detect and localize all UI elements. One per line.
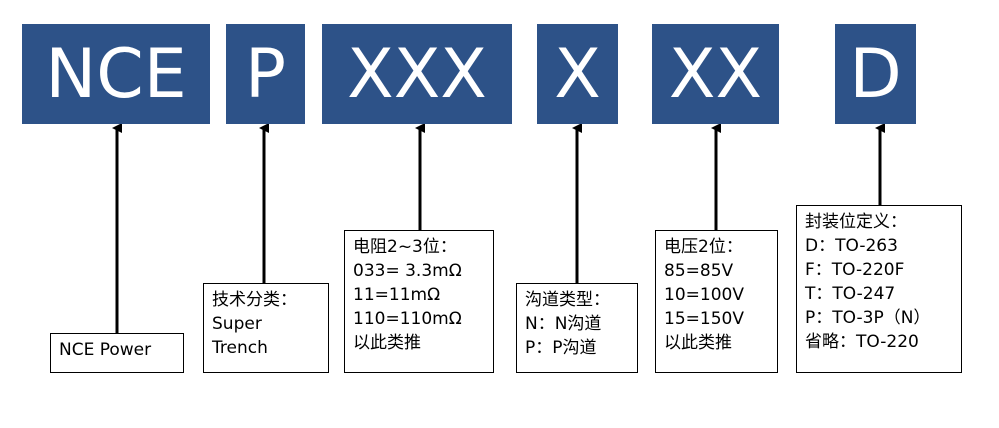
desc-line: 沟道类型： [525,290,610,310]
desc-line: F：TO-220F [805,260,905,280]
desc-box-x: 沟道类型： N：N沟道 P：P沟道 [516,283,638,373]
desc-box-p: 技术分类： Super Trench [203,283,329,373]
desc-line: P：P沟道 [525,338,597,358]
desc-line: 技术分类： [212,290,297,310]
desc-line: 11=11mΩ [353,285,441,305]
desc-box-xx: 电压2位： 85=85V 10=100V 15=150V 以此类推 [655,230,778,373]
desc-line: N：N沟道 [525,314,602,334]
code-box-p: P [226,24,305,124]
desc-line: D：TO-263 [805,236,898,256]
desc-line: 10=100V [664,285,744,305]
desc-line: 电压2位： [664,237,743,257]
code-box-xxx: XXX [322,24,512,124]
desc-line: 110=110mΩ [353,309,462,329]
desc-line: 15=150V [664,309,744,329]
code-box-x: X [537,24,618,124]
desc-line: NCE Power [59,340,152,360]
desc-line: Super [212,314,262,334]
desc-line: 033= 3.3mΩ [353,261,462,281]
desc-box-xxx: 电阻2~3位： 033= 3.3mΩ 11=11mΩ 110=110mΩ 以此类… [344,230,494,373]
desc-line: P：TO-3P（N） [805,308,931,328]
desc-line: 封装位定义： [805,212,907,232]
code-box-xx: XX [652,24,779,124]
desc-line: Trench [212,338,268,358]
desc-line: 电阻2~3位： [353,237,457,257]
code-box-nce: NCE [22,24,210,124]
desc-line: T：TO-247 [805,284,896,304]
desc-line: 以此类推 [664,333,732,353]
desc-line: 85=85V [664,261,734,281]
code-box-d: D [835,24,916,124]
desc-line: 以此类推 [353,333,421,353]
desc-box-d: 封装位定义： D：TO-263 F：TO-220F T：TO-247 P：TO-… [796,205,962,373]
desc-line: 省略：TO-220 [805,332,919,352]
desc-box-nce: NCE Power [50,333,184,373]
